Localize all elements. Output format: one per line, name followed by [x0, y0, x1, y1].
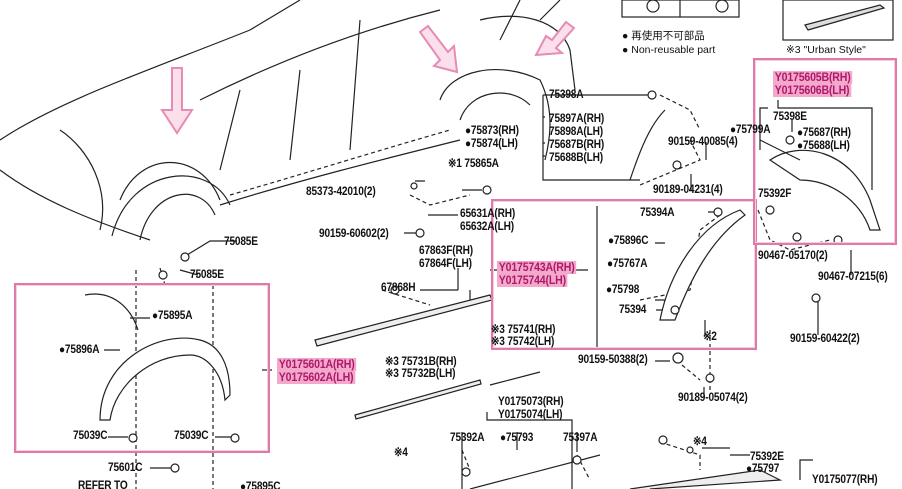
- refer-to-label: REFER TO: [78, 480, 128, 489]
- part-label[interactable]: ●75688(LH): [797, 140, 850, 152]
- note-mark: ※4: [693, 436, 707, 448]
- part-label[interactable]: 90189-04231(4): [653, 184, 723, 196]
- part-label[interactable]: 75394: [619, 304, 647, 316]
- part-label[interactable]: ※1 75865A: [448, 158, 499, 170]
- part-label[interactable]: 75039C: [73, 430, 108, 442]
- part-label[interactable]: 90189-05074(2): [678, 392, 748, 404]
- part-label[interactable]: 75039C: [174, 430, 209, 442]
- part-label[interactable]: ●75798: [606, 284, 640, 296]
- note-mark: ※4: [394, 447, 408, 459]
- part-label[interactable]: ●75687(RH): [797, 127, 851, 139]
- legend-urban-style: ※3 "Urban Style": [786, 44, 866, 56]
- part-label[interactable]: 75392E: [750, 451, 784, 463]
- part-label[interactable]: ※3 75731B(RH): [385, 356, 457, 368]
- part-label[interactable]: 67868H: [381, 282, 416, 294]
- part-label[interactable]: 75688B(LH): [549, 152, 603, 164]
- part-link-rear-door-lh[interactable]: Y0175744(LH): [497, 273, 568, 287]
- part-link-rear-lh[interactable]: Y0175606B(LH): [773, 83, 852, 97]
- part-label[interactable]: 75398A: [549, 89, 584, 101]
- part-label[interactable]: ●75874(LH): [465, 138, 518, 150]
- part-label[interactable]: 85373-42010(2): [306, 186, 376, 198]
- part-label[interactable]: 75898A(LH): [549, 126, 603, 138]
- part-link-rocker-lh[interactable]: Y0175074(LH): [498, 409, 563, 421]
- part-link-front-lh[interactable]: Y0175602A(LH): [277, 370, 356, 384]
- part-label[interactable]: 75398E: [773, 111, 807, 123]
- legend-non-reusable-en: ● Non-reusable part: [622, 44, 716, 56]
- part-label[interactable]: 75897A(RH): [549, 113, 605, 125]
- part-label[interactable]: 75392F: [758, 188, 792, 200]
- front-fender-group-box: [14, 283, 270, 453]
- part-label[interactable]: 75397A: [563, 432, 598, 444]
- part-label[interactable]: ●75896C: [608, 235, 649, 247]
- rear-door-group-box: [491, 199, 757, 350]
- part-label[interactable]: 75085E: [190, 269, 224, 281]
- part-link-front-rh[interactable]: Y0175601A(RH): [277, 357, 357, 371]
- part-label[interactable]: 65632A(LH): [460, 221, 514, 233]
- part-label[interactable]: 75601C: [108, 462, 143, 474]
- legend-non-reusable-jp: ● 再使用不可部品: [622, 30, 705, 42]
- part-link-rear-door-rh[interactable]: Y0175743A(RH): [497, 260, 577, 274]
- part-label[interactable]: 90467-05170(2): [758, 250, 828, 262]
- location-arrows: [160, 20, 576, 135]
- part-label[interactable]: 67863F(RH): [419, 245, 473, 257]
- part-label[interactable]: ※3 75741(RH): [491, 324, 556, 336]
- part-label[interactable]: 65631A(RH): [460, 208, 516, 220]
- part-label[interactable]: 90467-07215(6): [818, 271, 888, 283]
- part-label[interactable]: ※3 75732B(LH): [385, 368, 456, 380]
- part-label[interactable]: 75687B(RH): [549, 139, 605, 151]
- part-link-rocker-rh[interactable]: Y0175073(RH): [498, 396, 564, 408]
- part-link-rear-rh[interactable]: Y0175605B(RH): [773, 70, 853, 84]
- part-label[interactable]: ●75797: [746, 463, 780, 475]
- part-link-rear-lower-rh[interactable]: Y0175077(RH): [812, 474, 878, 486]
- part-label[interactable]: 90159-50388(2): [578, 354, 648, 366]
- part-label[interactable]: 75085E: [224, 236, 258, 248]
- part-label[interactable]: 75392A: [450, 432, 485, 444]
- rear-fender-group-box: [753, 58, 897, 245]
- car-outline: [0, 0, 576, 241]
- part-label[interactable]: 90159-60422(2): [790, 333, 860, 345]
- part-label[interactable]: ●75895C: [240, 481, 281, 489]
- part-label[interactable]: ●75793: [500, 432, 534, 444]
- part-label[interactable]: ●75896A: [59, 344, 100, 356]
- note-mark: ※2: [703, 331, 717, 343]
- part-label[interactable]: 90159-40085(4): [668, 136, 738, 148]
- part-label[interactable]: ●75895A: [152, 310, 193, 322]
- part-label[interactable]: 75394A: [640, 207, 675, 219]
- part-label[interactable]: ●75799A: [730, 124, 771, 136]
- part-label[interactable]: ●75873(RH): [465, 125, 519, 137]
- part-label[interactable]: ●75767A: [607, 258, 648, 270]
- part-label[interactable]: 90159-60602(2): [319, 228, 389, 240]
- part-label[interactable]: ※3 75742(LH): [491, 336, 555, 348]
- part-label[interactable]: 67864F(LH): [419, 258, 472, 270]
